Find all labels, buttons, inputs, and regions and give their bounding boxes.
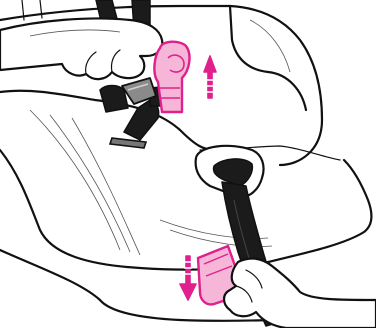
arrow-up-icon	[204, 56, 216, 98]
left-hand	[0, 18, 162, 79]
right-hand	[224, 259, 376, 328]
arrow-down-icon	[180, 256, 196, 300]
harness-release-lever	[154, 42, 189, 112]
